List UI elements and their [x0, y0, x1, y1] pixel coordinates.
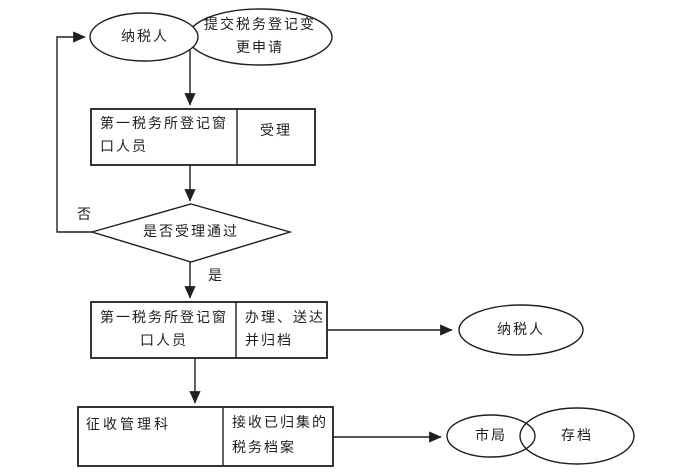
city-bureau-label: 市局 — [475, 428, 507, 444]
accept-role-line2: 口人员 — [100, 140, 148, 155]
process-window-rect — [90, 301, 328, 359]
process-role-label: 第一税务所登记窗 口人员 — [92, 302, 236, 358]
collection-action-label: 接收已归集的 税务档案 — [232, 409, 332, 463]
submit-application-label: 提交税务登记变 更申请 — [190, 10, 330, 64]
process-role-line2: 口人员 — [140, 334, 188, 349]
accept-window-rect — [90, 108, 316, 166]
city-bureau-ellipse — [446, 414, 536, 458]
decision-no-label: 否 — [77, 208, 93, 223]
connector-decision-no-loop — [56, 31, 92, 233]
collection-dept-rect — [77, 406, 334, 467]
end-taxpayer-label: 纳税人 — [497, 322, 545, 338]
collection-action-line2: 税务档案 — [232, 441, 296, 456]
submit-application-line2: 更申请 — [236, 41, 284, 56]
accept-role-line1: 第一税务所登记窗 — [100, 117, 228, 132]
collection-action-line1: 接收已归集的 — [232, 416, 328, 431]
process-role-line1: 第一税务所登记窗 — [100, 311, 228, 326]
start-taxpayer-label: 纳税人 — [121, 29, 169, 45]
archive-label: 存档 — [561, 429, 593, 444]
decision-label: 是否受理通过 — [143, 225, 239, 240]
accept-role-label: 第一税务所登记窗 口人员 — [100, 113, 232, 159]
end-taxpayer-ellipse — [458, 304, 584, 356]
collection-role-label: 征收管理科 — [86, 418, 171, 433]
decision-yes-label: 是 — [208, 269, 224, 284]
process-action-line1: 办理、送达 — [245, 311, 325, 326]
process-action-line2: 并归档 — [245, 334, 293, 349]
accept-action-label: 受理 — [260, 123, 292, 139]
decision-diamond — [89, 203, 293, 263]
process-action-label: 办理、送达 并归档 — [245, 302, 325, 358]
archive-ellipse — [519, 407, 635, 465]
start-taxpayer-ellipse — [89, 12, 199, 62]
submit-application-line1: 提交税务登记变 — [204, 18, 316, 33]
